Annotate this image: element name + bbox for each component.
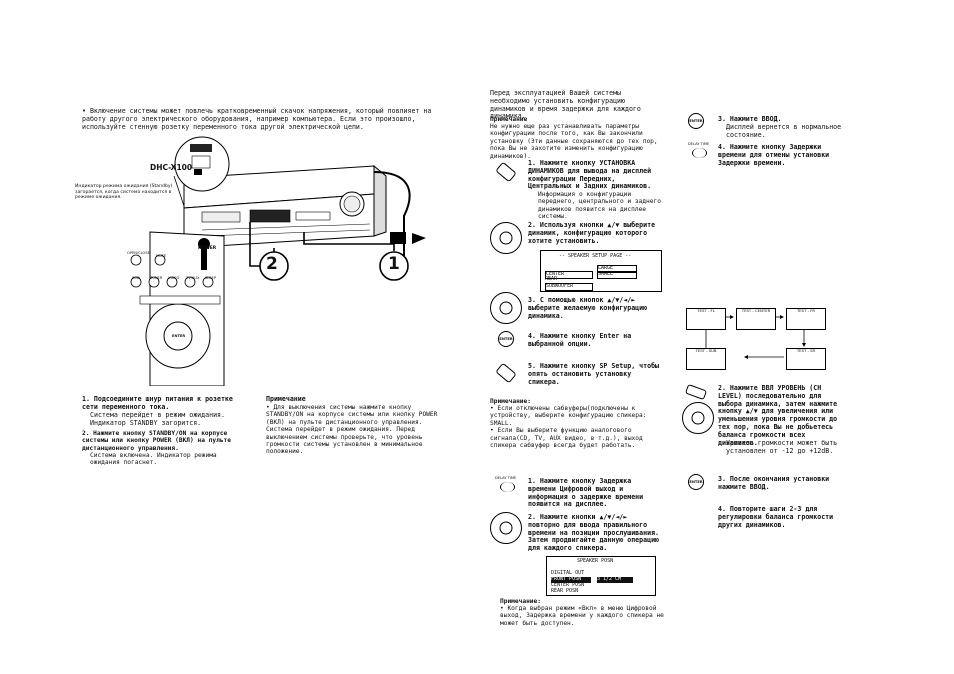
mid-note3-title: Примечание: [500,598,541,605]
mid-step1: 1. Нажмите кнопку УСТАНОВКА ДИНАМИКОВ дл… [528,159,652,191]
remote-label-tuner: TUNER [150,276,163,280]
dpad-arrows-icon [490,292,522,324]
mid-note2-body: • Если отключены сабвуферы(подключены к … [490,405,647,450]
right-test-step2b: Уровень громкости может быть установлен … [726,439,838,455]
left-step2-body: Система включена. Индикатор режима ожида… [90,452,217,467]
remote-label-video: VIDEO [168,276,180,280]
speaker-row-rear[interactable]: REAR [545,276,558,282]
mid-delay-step2: 2. Нажмите кнопки ▲/▼/◄/► повторно для в… [528,513,660,553]
speaker-option-large[interactable]: LARGE [597,265,637,273]
mid-delay-step1: 1. Нажмите кнопку Задержка времени Цифро… [528,477,644,509]
speaker-setup-menu: -- SPEAKER SETUP PAGE -- CENTER REAR SUB… [540,250,662,292]
power-label: POWER [198,246,217,251]
speaker-option-small[interactable]: SMALL [597,271,637,279]
remote-label-dvd: DVD [132,276,140,280]
left-step1-title: 1. Подсоедините шнур питания к розетке с… [82,395,233,411]
mid-step3: 3. С помощью кнопок ▲/▼/◄/► выберите жел… [528,296,648,320]
right-test-step4: 4. Повторите шаги 2-3 для регулировки ба… [718,505,834,529]
posn-row-rear[interactable]: REAR POSN [551,588,579,594]
standby-indicator-label: Индикатор режима ожидания (Standby) заго… [75,184,173,201]
speaker-posn-title: SPEAKER POSN [577,558,614,564]
remote-label-enter: ENTER [172,334,186,338]
flow-test-fl: TEST - FL [686,308,726,330]
mid-step4: 4. Нажмите кнопку Enter на выбранной опц… [528,332,632,348]
mid-note-title: Примечание [490,116,528,123]
right-step3: 3. Нажмите ВВОД. [718,115,782,123]
mid-step1b: Информация о конфигурации переднего, цен… [538,191,661,221]
speaker-row-center[interactable]: CENTER [545,271,593,279]
left-note-title: Примечание [266,395,306,403]
enter-label: ENTER [689,119,703,123]
callout-2: 2 [266,254,278,274]
remote-label-tv-aux: TV/AUX [186,276,200,280]
flow-test-fr: TEST - FR [786,308,826,330]
left-step2-title: 2. Нажмите кнопку STANDBY/ON на корпусе … [82,430,232,452]
hand-press-icon-2 [495,362,517,384]
callout-1: 1 [388,254,400,274]
remote-label-sleep: SLEEP [205,276,216,280]
delay-time-label-2: DELAY TIME [688,142,710,146]
posn-row-center[interactable]: CENTER POSN [551,582,585,588]
mid-intro: Перед эксплуатацией Вашей системы необхо… [490,89,641,121]
right-test-step3: 3. После окончания установки нажмите ВВО… [718,475,830,491]
remote-label-mute: MUTE [156,254,167,258]
delay-time-button-icon-2 [692,148,707,158]
right-test-step2: 2. Нажмите ВВЛ УРОВЕНЬ (CH LEVEL) послед… [718,384,838,447]
delay-time-button-icon [500,482,515,492]
dpad-arrows-icon-2 [490,512,522,544]
flow-test-sub: TEST - SUB [686,348,726,370]
enter-button-icon-3: ENTER [688,474,704,490]
flow-test-sr: TEST - SR [786,348,826,370]
posn-row-digital-out[interactable]: DIGITAL OUT [551,570,585,576]
receiver-illustration [130,136,426,386]
mid-note3-body: • Когда выбран режим «Вкл» в меню Цифров… [500,605,664,627]
left-intro: • Включение системы может повлечь кратко… [82,107,432,131]
right-step3b: Дисплей вернется в нормальное состояние. [726,123,842,139]
enter-button-icon-2: ENTER [688,113,704,129]
delay-time-label: DELAY TIME [495,476,517,480]
hand-press-icon [495,161,517,183]
enter-button-icon: ENTER [498,331,514,347]
mid-step5: 5. Нажмите кнопку SP Setup, чтобы опять … [528,362,660,386]
model-label: DHC-X100 [150,163,193,172]
mid-step2: 2. Используя кнопки ▲/▼ выберите динамик… [528,221,656,245]
mid-note2-title: Примечание: [490,398,531,405]
flow-test-center: TEST - CENTER [736,308,776,330]
posn-row-front[interactable]: FRONT POSN [551,576,591,583]
speaker-posn-menu: SPEAKER POSN DIGITAL OUT FRONT POSN CENT… [546,556,656,596]
mid-note-body: Не нужно еще раз устанавливать параметры… [490,123,658,160]
speaker-row-subwoofer[interactable]: SUBWOOFER [545,283,593,291]
right-step4: 4. Нажмите кнопку Задержки времени для о… [718,143,830,167]
left-note-body: • Для выключения системы нажмите кнопку … [266,404,438,456]
dpad-icon [490,222,522,254]
remote-label-open-close: OPEN/CLOSE [127,251,150,255]
dpad-icon-right [682,402,714,434]
hand-press-icon-3 [684,383,708,401]
left-step1-body: Система перейдет в режим ожидания. Индик… [90,411,225,427]
posn-value[interactable]: 3 1/2 CM [597,576,633,583]
speaker-setup-title: -- SPEAKER SETUP PAGE -- [559,253,632,259]
